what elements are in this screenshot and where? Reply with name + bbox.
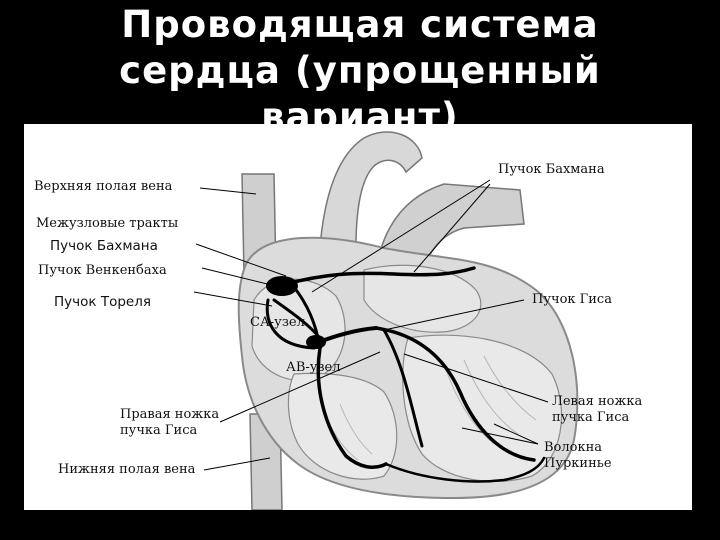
bachmann-bundle-path — [284, 266, 476, 286]
left-bundle-branch-path — [382, 328, 424, 448]
title-line-2: сердца (упрощенный — [119, 49, 601, 92]
label-bachmann-bundle-left: Пучок Бахмана — [50, 238, 158, 254]
title-line-1: Проводящая система — [121, 3, 599, 46]
right-bundle-path — [316, 346, 388, 470]
label-purkinje-fibers: Волокна Пуркинье — [544, 440, 664, 472]
label-superior-vena-cava: Верхняя полая вена — [34, 179, 173, 194]
label-av-node: АВ-узел — [286, 360, 341, 375]
slide-title: Проводящая система сердца (упрощенный ва… — [0, 2, 720, 140]
label-inferior-vena-cava: Нижняя полая вена — [58, 462, 196, 477]
left-ventricle-shape — [402, 334, 563, 483]
label-his-bundle: Пучок Гиса — [532, 292, 612, 307]
av-node-shape — [306, 335, 326, 349]
label-left-bundle-branch: Левая ножка пучка Гиса — [552, 394, 682, 426]
label-purkinje-line-2: Пуркинье — [544, 456, 612, 471]
purkinje-path — [384, 456, 546, 483]
label-purkinje-line-1: Волокна — [544, 440, 603, 455]
muscle-texture — [323, 355, 537, 461]
label-thorel-bundle: Пучок Тореля — [54, 294, 151, 310]
label-right-bundle-line-1: Правая ножка — [120, 407, 220, 422]
left-bundle-path — [374, 326, 536, 462]
label-internodal-tracts: Межузловые тракты — [36, 216, 179, 231]
label-left-bundle-line-1: Левая ножка — [552, 394, 643, 409]
thorel-path — [265, 298, 316, 350]
label-left-bundle-line-2: пучка Гиса — [552, 410, 630, 425]
right-ventricle-shape — [287, 372, 398, 480]
label-bachmann-bundle-right: Пучок Бахмана — [498, 162, 605, 177]
heart-diagram-panel: Верхняя полая вена Межузловые тракты Пуч… — [24, 124, 692, 510]
label-sa-node: СА-узел — [250, 315, 305, 330]
label-right-bundle-line-2: пучка Гиса — [120, 423, 198, 438]
label-right-bundle-branch: Правая ножка пучка Гиса — [120, 407, 240, 439]
sa-node-shape — [266, 276, 298, 296]
heart-illustration — [193, 131, 579, 510]
leader-lines — [193, 179, 549, 471]
label-wenckebach-bundle: Пучок Венкенбаха — [38, 263, 167, 278]
conduction-system — [265, 266, 546, 483]
